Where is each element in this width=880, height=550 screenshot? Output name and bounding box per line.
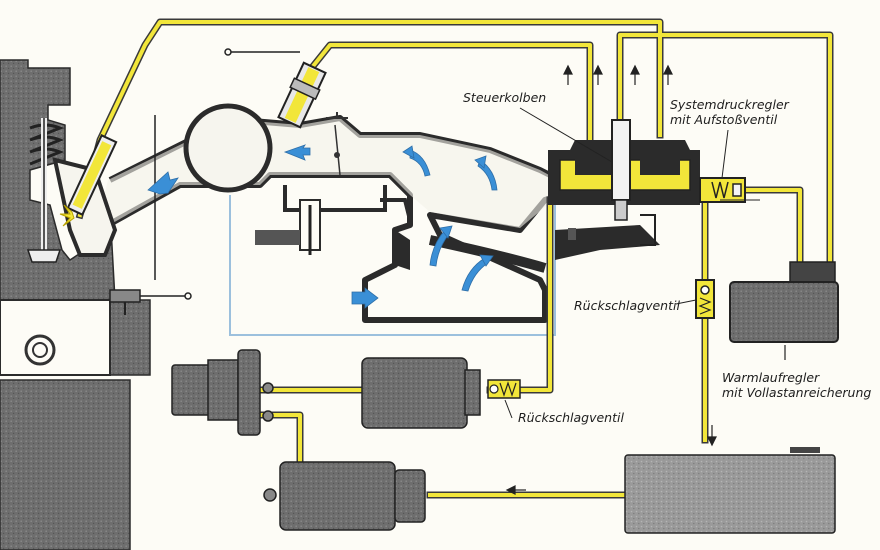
warm-up-regulator xyxy=(729,261,839,343)
label-text: Systemdruckregler xyxy=(670,97,789,112)
check-valve-vertical xyxy=(695,279,715,319)
cylinder-bore xyxy=(24,334,56,366)
system-pressure-regulator xyxy=(699,177,746,203)
injection-valve xyxy=(66,134,118,216)
injection-spray-icon xyxy=(59,204,75,227)
flow-direction-arrow-icon xyxy=(563,64,673,85)
air-collector xyxy=(183,103,273,193)
fuel-tank xyxy=(624,447,836,534)
flow-direction-arrow-icon xyxy=(505,485,526,495)
label-text: mit Aufstoßventil xyxy=(670,112,778,127)
label-text: Steuerkolben xyxy=(463,90,547,105)
label-text: mit Vollastanreicherung xyxy=(722,385,872,400)
label-systemdruckregler: Systemdruckregler mit Aufstoßventil xyxy=(670,97,789,127)
check-valve-horizontal xyxy=(487,379,521,399)
fuel-lines xyxy=(75,18,834,499)
electric-fuel-pump xyxy=(263,461,426,531)
label-warmlaufregler: Warmlaufregler mit Vollastanreicherung xyxy=(722,370,871,400)
air-flow-sensor-plate xyxy=(255,112,387,255)
label-steuerkolben: Steuerkolben xyxy=(463,90,546,105)
engine-cylinder-head xyxy=(0,59,151,550)
flow-direction-arrow-icon xyxy=(707,425,717,447)
label-text: Rückschlagventil xyxy=(574,298,680,313)
cold-start-valve xyxy=(277,61,327,129)
fuel-accumulator xyxy=(171,349,274,436)
label-leader-lines xyxy=(504,107,729,419)
airflow-arrow-icon xyxy=(147,144,498,309)
fuel-filter xyxy=(361,357,481,429)
fuel-distributor xyxy=(548,119,700,260)
control-plunger xyxy=(611,119,631,201)
label-text: Warmlaufregler xyxy=(722,370,820,385)
valve-spring xyxy=(26,118,65,263)
label-rueckschlagventil-lower: Rückschlagventil xyxy=(518,410,624,425)
thermo-time-switch xyxy=(109,115,192,315)
label-text: Rückschlagventil xyxy=(518,410,624,425)
label-rueckschlagventil-upper: Rückschlagventil xyxy=(574,298,680,313)
air-duct-outline xyxy=(229,195,556,336)
